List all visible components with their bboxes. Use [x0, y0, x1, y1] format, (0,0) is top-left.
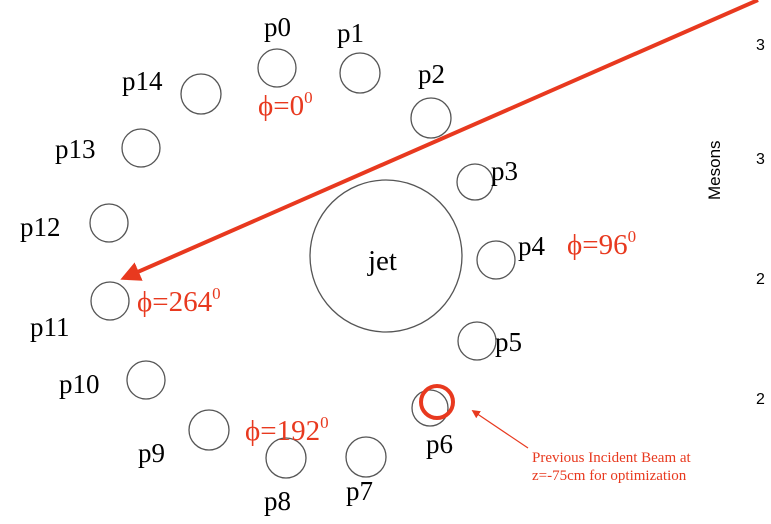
side-axis-label: Mesons [705, 140, 724, 200]
probe-label-p11: p11 [30, 312, 70, 342]
probe-label-p12: p12 [20, 212, 61, 242]
probe-label-p8: p8 [264, 486, 291, 516]
side-tick-4: 2 [756, 391, 765, 408]
probe-circle-p8 [265, 437, 307, 479]
probe-label-p4: p4 [518, 231, 546, 261]
probe-circle-p13 [121, 128, 161, 168]
probe-circle-p1 [339, 52, 381, 94]
side-tick-1: 3 [756, 37, 765, 54]
probe-circle-p14 [180, 73, 222, 115]
probe-label-p9: p9 [138, 438, 165, 468]
probe-label-p5: p5 [495, 327, 522, 357]
phi-label-0: ϕ=00 [258, 88, 313, 122]
probe-circle-p5 [457, 321, 497, 361]
side-tick-3: 2 [756, 271, 765, 288]
jet-label: jet [367, 245, 397, 277]
probe-label-p6: p6 [426, 429, 453, 459]
beam-note-line-2: z=-75cm for optimization [532, 468, 687, 484]
probe-label-p7: p7 [346, 476, 373, 506]
beam-note-line-1: Previous Incident Beam at [532, 450, 692, 466]
probe-label-p10: p10 [59, 369, 100, 399]
phi-label-192: ϕ=1920 [245, 413, 329, 447]
probe-label-p1: p1 [337, 18, 364, 48]
probe-circle-p9 [188, 409, 230, 451]
probe-label-p0: p0 [264, 12, 291, 42]
probe-circle-p10 [126, 360, 166, 400]
probe-label-p14: p14 [122, 66, 163, 96]
probe-label-p3: p3 [491, 156, 518, 186]
probe-circle-p0 [257, 48, 297, 88]
probe-circle-p6 [411, 389, 449, 427]
jet-circle [309, 179, 463, 333]
probe-circle-p2 [410, 97, 452, 139]
side-tick-2: 3 [756, 151, 765, 168]
probe-circle-p3 [456, 163, 494, 201]
probe-circle-p4 [476, 240, 516, 280]
phi-label-264: ϕ=2640 [137, 284, 221, 318]
beam-note-arrow [471, 410, 529, 449]
previous-beam-marker [419, 384, 455, 420]
beam-direction-arrow [120, 0, 759, 281]
phi-label-96: ϕ=960 [567, 227, 636, 261]
probe-circle-p11 [90, 281, 130, 321]
probe-circle-p12 [89, 203, 129, 243]
probe-label-p13: p13 [55, 134, 96, 164]
probe-circle-p7 [345, 436, 387, 478]
probe-label-p2: p2 [418, 59, 445, 89]
